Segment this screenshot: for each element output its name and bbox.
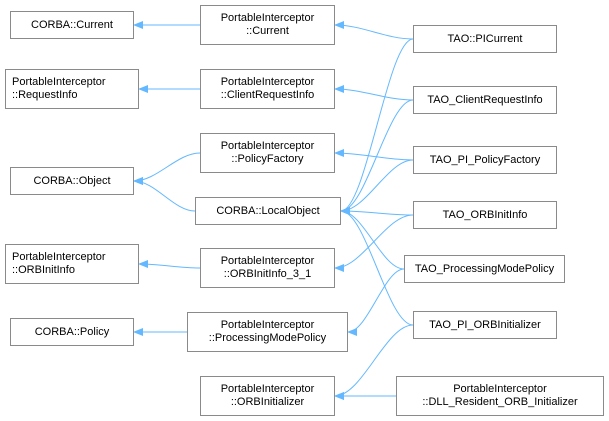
node-label-line: PortableInterceptor — [220, 255, 315, 267]
edge-tao_orbinitinfo-to-corba_localobject — [340, 207, 414, 216]
node-label-line: TAO_ORBInitInfo — [442, 208, 528, 221]
node-label-line: PortableInterceptor — [12, 76, 106, 88]
node-label-line: CORBA::LocalObject — [216, 204, 320, 217]
edge-corba_localobject-to-corba_object — [133, 177, 196, 212]
edge-tao_pi_orbinitializer-to-corba_localobject — [340, 207, 414, 326]
node-label-line: ::ORBInitInfo — [12, 264, 75, 276]
class-node-pi-orbinitinfo[interactable]: PortableInterceptor::ORBInitInfo — [5, 244, 139, 284]
node-label-line: ::ORBInitInfo_3_1 — [223, 268, 312, 280]
node-label-line: PortableInterceptor — [220, 319, 315, 331]
node-label-line: ::ClientRequestInfo — [220, 89, 315, 101]
class-node-tao-picurrent[interactable]: TAO::PICurrent — [413, 25, 557, 53]
edge-pi_policyfactory-to-corba_object — [133, 152, 201, 185]
edge-tao_pi_policyfactory-to-pi_policyfactory — [334, 149, 414, 161]
class-node-pi-dll-resident-orb-initializer[interactable]: PortableInterceptor::DLL_Resident_ORB_In… — [396, 376, 604, 416]
class-node-corba-policy[interactable]: CORBA::Policy — [10, 318, 134, 346]
edge-tao_picurrent-to-corba_localobject — [340, 38, 414, 215]
class-node-pi-current[interactable]: PortableInterceptor::Current — [200, 5, 335, 45]
class-node-pi-orbinitializer[interactable]: PortableInterceptor::ORBInitializer — [200, 376, 335, 416]
node-label-line: PortableInterceptor — [220, 140, 315, 152]
class-node-pi-policyfactory[interactable]: PortableInterceptor::PolicyFactory — [200, 133, 335, 173]
class-node-corba-current[interactable]: CORBA::Current — [10, 11, 134, 39]
node-label-line: ::RequestInfo — [12, 89, 78, 101]
node-label-line: CORBA::Object — [33, 174, 111, 187]
node-label-line: PortableInterceptor — [12, 251, 106, 263]
node-label-line: ::ORBInitializer — [230, 396, 305, 408]
node-label-line: ::Current — [246, 25, 289, 37]
class-node-tao-orbinitinfo[interactable]: TAO_ORBInitInfo — [413, 201, 557, 229]
class-node-pi-clientrequestinfo[interactable]: PortableInterceptor::ClientRequestInfo — [200, 69, 335, 109]
node-label-line: ::PolicyFactory — [231, 153, 304, 165]
node-label-line: ::DLL_Resident_ORB_Initializer — [422, 396, 578, 408]
edge-tao_clientrequestinfo-to-pi_clientrequestinfo — [334, 85, 414, 101]
edge-pi_orbinitinfo_3_1-to-pi_orbinitinfo — [138, 260, 201, 269]
node-label-line: PortableInterceptor — [220, 76, 315, 88]
class-node-tao-pi-orbinitializer[interactable]: TAO_PI_ORBInitializer — [413, 311, 557, 339]
class-node-tao-processingmodepolicy[interactable]: TAO_ProcessingModePolicy — [404, 255, 565, 283]
class-node-corba-object[interactable]: CORBA::Object — [10, 167, 134, 195]
node-label-line: ::ProcessingModePolicy — [208, 332, 327, 344]
node-label-line: TAO_PI_PolicyFactory — [429, 153, 541, 166]
class-node-tao-pi-policyfactory[interactable]: TAO_PI_PolicyFactory — [413, 146, 557, 174]
node-label-line: PortableInterceptor — [220, 383, 315, 395]
edge-tao_picurrent-to-pi_current — [334, 21, 414, 40]
node-label-line: CORBA::Policy — [34, 325, 110, 338]
class-node-tao-clientrequestinfo[interactable]: TAO_ClientRequestInfo — [413, 86, 557, 114]
node-label-line: TAO::PICurrent — [447, 32, 523, 45]
class-node-corba-localobject[interactable]: CORBA::LocalObject — [195, 197, 341, 225]
edge-tao_pi_policyfactory-to-corba_localobject — [340, 159, 414, 215]
node-label-line: TAO_PI_ORBInitializer — [429, 318, 541, 331]
node-label-line: TAO_ClientRequestInfo — [427, 93, 543, 106]
edge-tao_processingmodepolicy-to-corba_localobject — [340, 207, 405, 270]
class-node-pi-processingmodepolicy[interactable]: PortableInterceptor::ProcessingModePolic… — [187, 312, 348, 352]
class-node-pi-requestinfo[interactable]: PortableInterceptor::RequestInfo — [5, 69, 139, 109]
node-label-line: PortableInterceptor — [453, 383, 547, 395]
node-label-line: PortableInterceptor — [220, 12, 315, 24]
node-label-line: CORBA::Current — [31, 18, 113, 31]
edge-tao_clientrequestinfo-to-corba_localobject — [340, 99, 414, 215]
class-node-pi-orbinitinfo-3-1[interactable]: PortableInterceptor::ORBInitInfo_3_1 — [200, 248, 335, 288]
node-label-line: TAO_ProcessingModePolicy — [414, 262, 555, 275]
edge-tao_processingmodepolicy-to-pi_processingmodepolicy — [347, 268, 405, 336]
